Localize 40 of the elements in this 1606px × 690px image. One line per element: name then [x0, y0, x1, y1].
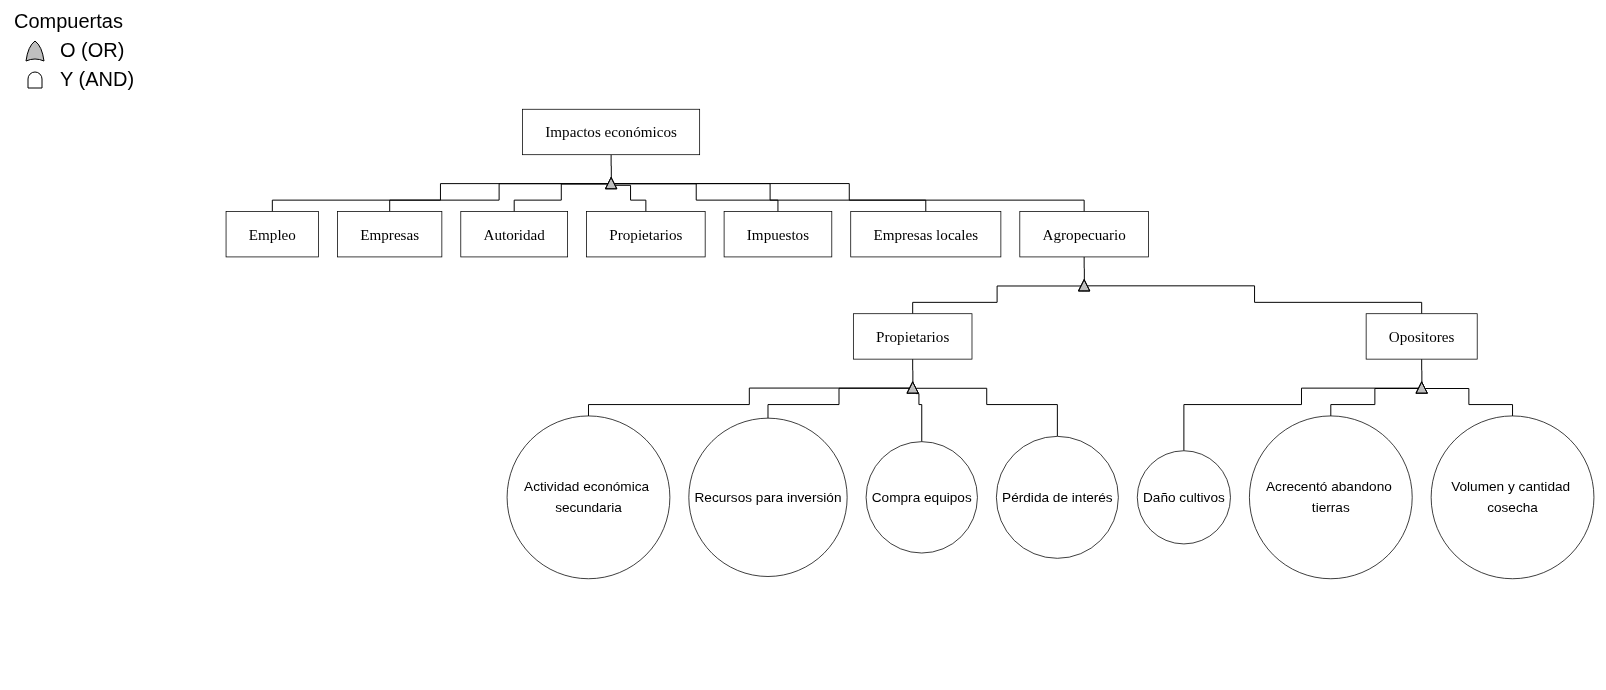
connector: [767, 387, 911, 419]
connector: [1083, 256, 1085, 281]
connector: [1421, 358, 1423, 383]
connector: [1424, 388, 1514, 417]
node-circle: Volumen y cantidad cosecha: [1430, 415, 1595, 580]
connector: [389, 183, 610, 212]
legend-label: O (OR): [60, 39, 125, 62]
node-box: Autoridad: [460, 211, 568, 258]
node-box: Propietarios: [853, 313, 973, 360]
node-box: Opositores: [1365, 313, 1478, 360]
node-box: Propietarios: [586, 211, 706, 258]
connector: [610, 154, 612, 179]
node-circle: Acrecentó abandono tierras: [1249, 415, 1413, 580]
legend-label: Y (AND): [60, 68, 135, 91]
connector: [912, 358, 914, 383]
connector: [915, 387, 1058, 437]
connector: [613, 183, 1085, 212]
node-box: Agropecuario: [1019, 211, 1149, 258]
connector: [513, 183, 609, 212]
connector: [1183, 387, 1420, 452]
node-circle: Actividad económica secundaria: [506, 415, 671, 580]
node-circle: Daño cultivos: [1136, 450, 1231, 545]
node-box: Impactos económicos: [522, 108, 701, 156]
connector: [912, 285, 1082, 315]
node-box: Impuestos: [723, 211, 833, 258]
connector: [915, 393, 923, 443]
legend-heading: Compuertas: [14, 10, 124, 33]
node-circle: Recursos para inversión: [688, 417, 848, 577]
connector: [614, 183, 779, 212]
node-circle: Compra equipos: [865, 441, 978, 554]
connector: [1086, 285, 1423, 315]
connector: [588, 387, 911, 417]
node-box: Empleo: [225, 211, 319, 258]
connector: [614, 184, 647, 212]
node-box: Empresas locales: [850, 211, 1002, 258]
connector: [1330, 388, 1420, 417]
connector: [613, 183, 927, 212]
node-circle: Pérdida de interés: [996, 435, 1119, 559]
connector: [271, 183, 610, 212]
node-box: Empresas: [337, 211, 443, 258]
